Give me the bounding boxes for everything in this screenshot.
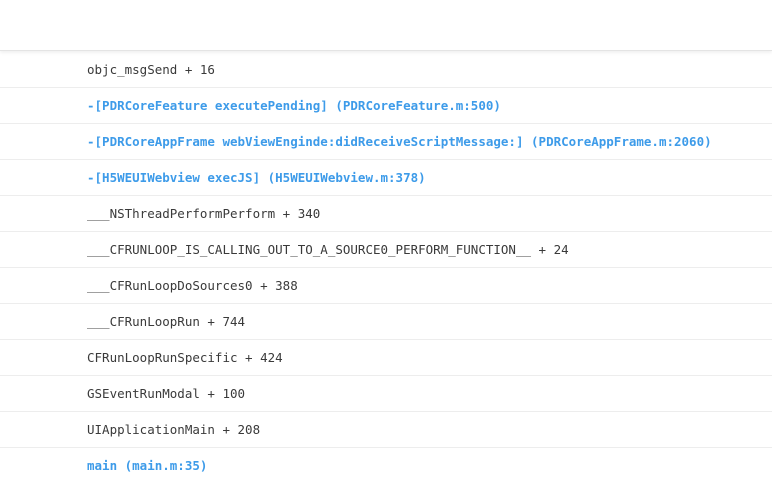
row-gutter	[0, 376, 2, 411]
stack-frame-text: ___CFRunLoopDoSources0 + 388	[87, 278, 298, 293]
stack-frame-row[interactable]: main (main.m:35)	[0, 448, 772, 484]
row-gutter	[0, 160, 2, 195]
stack-frame-row[interactable]: CFRunLoopRunSpecific + 424	[0, 340, 772, 376]
stack-trace-list: objc_msgSend + 16 -[PDRCoreFeature execu…	[0, 52, 772, 484]
stack-frame-row[interactable]: ___NSThreadPerformPerform + 340	[0, 196, 772, 232]
stack-frame-row[interactable]: -[H5WEUIWebview execJS] (H5WEUIWebview.m…	[0, 160, 772, 196]
stack-frame-text: GSEventRunModal + 100	[87, 386, 246, 401]
stack-frame-text: ___CFRUNLOOP_IS_CALLING_OUT_TO_A_SOURCE0…	[87, 242, 569, 257]
stack-frame-row[interactable]: -[PDRCoreAppFrame webViewEnginde:didRece…	[0, 124, 772, 160]
stack-frame-text: objc_msgSend + 16	[87, 62, 215, 77]
stack-frame-text: -[PDRCoreAppFrame webViewEnginde:didRece…	[87, 134, 712, 149]
stack-frame-text: ___CFRunLoopRun + 744	[87, 314, 246, 329]
stack-frame-text: CFRunLoopRunSpecific + 424	[87, 350, 283, 365]
stack-frame-text: UIApplicationMain + 208	[87, 422, 261, 437]
stack-frame-row[interactable]: -[PDRCoreFeature executePending] (PDRCor…	[0, 88, 772, 124]
row-gutter	[0, 412, 2, 447]
stack-frame-row[interactable]: GSEventRunModal + 100	[0, 376, 772, 412]
stack-frame-text: -[PDRCoreFeature executePending] (PDRCor…	[87, 98, 501, 113]
stack-frame-text: main (main.m:35)	[87, 458, 208, 473]
row-gutter	[0, 340, 2, 375]
row-gutter	[0, 52, 2, 87]
stack-frame-row[interactable]: ___CFRunLoopRun + 744	[0, 304, 772, 340]
row-gutter	[0, 304, 2, 339]
stack-frame-row[interactable]: UIApplicationMain + 208	[0, 412, 772, 448]
stack-frame-text: -[H5WEUIWebview execJS] (H5WEUIWebview.m…	[87, 170, 426, 185]
stack-frame-row[interactable]: ___CFRunLoopDoSources0 + 388	[0, 268, 772, 304]
row-gutter	[0, 232, 2, 267]
stack-frame-text: ___NSThreadPerformPerform + 340	[87, 206, 321, 221]
stack-frame-row[interactable]: ___CFRUNLOOP_IS_CALLING_OUT_TO_A_SOURCE0…	[0, 232, 772, 268]
row-gutter	[0, 88, 2, 123]
row-gutter	[0, 124, 2, 159]
stack-frame-row[interactable]: objc_msgSend + 16	[0, 52, 772, 88]
row-gutter	[0, 448, 2, 484]
header-bar	[0, 0, 772, 51]
row-gutter	[0, 196, 2, 231]
row-gutter	[0, 268, 2, 303]
